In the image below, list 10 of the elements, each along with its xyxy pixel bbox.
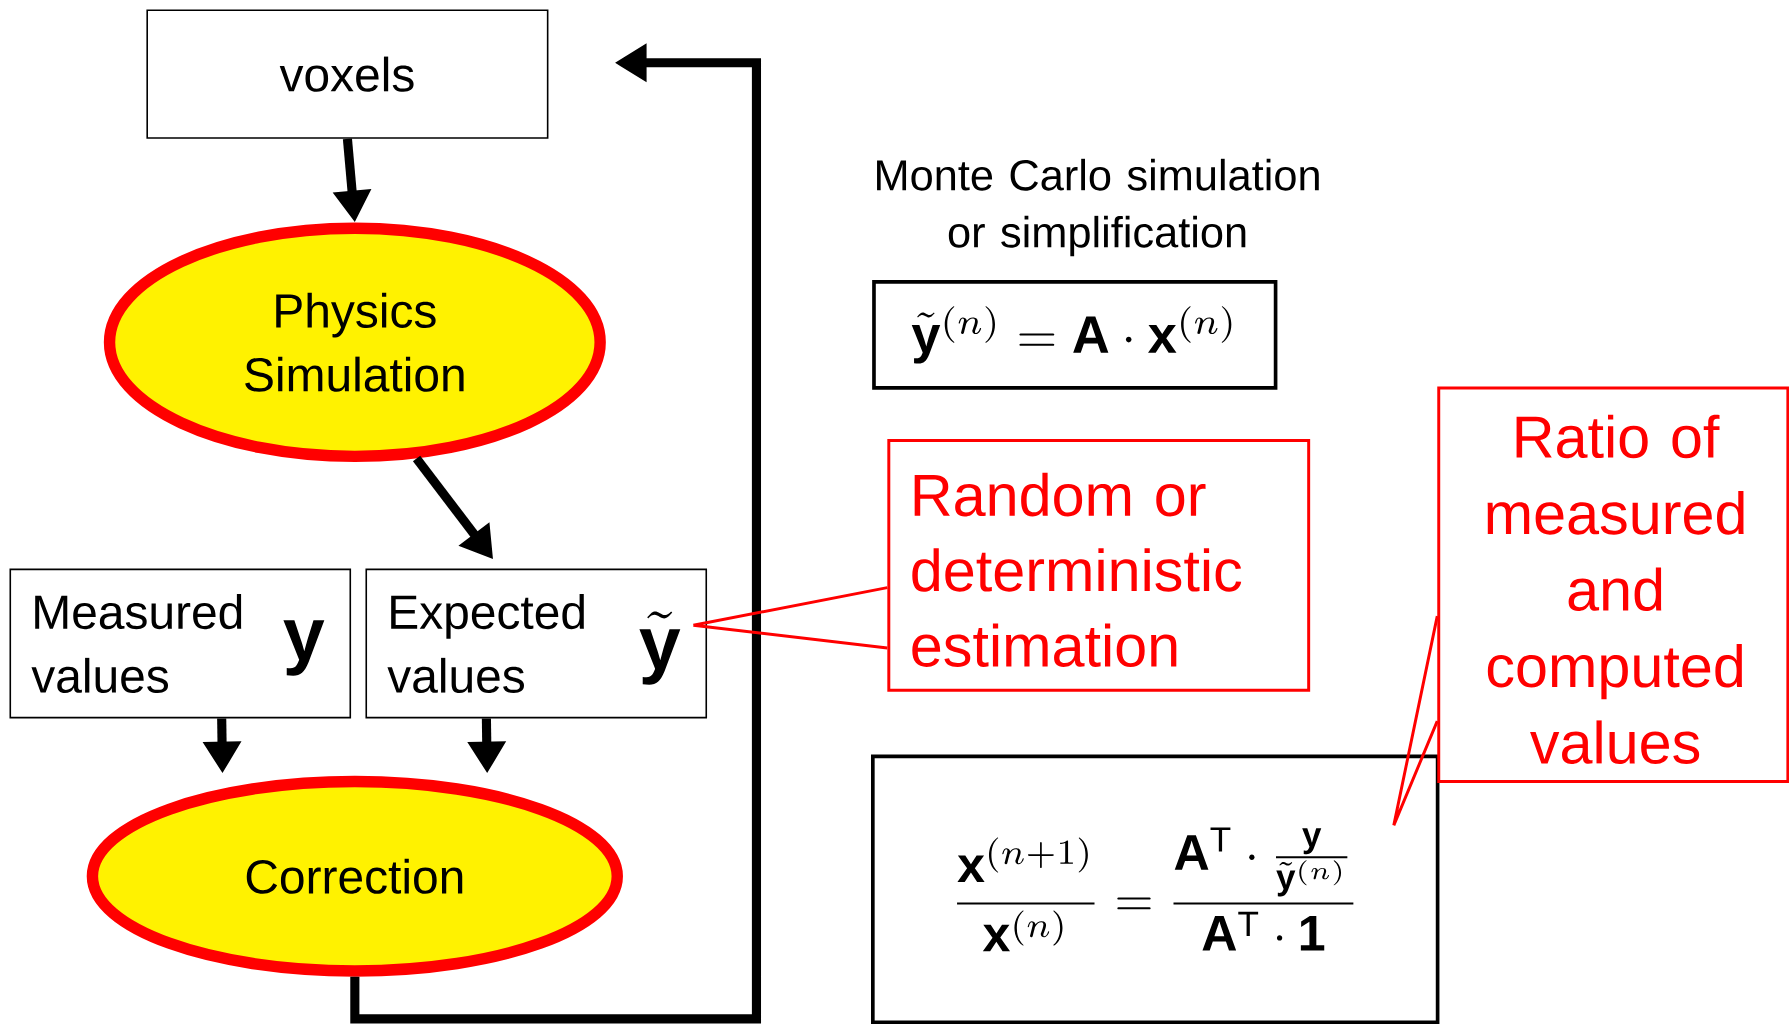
formula-box: Monte Carlo simulation or simplification $\tilde{\mathbf{y}}^{(n)} = \mathbf{A}\cdot\mathbf{x}^{(n)}$	[872, 158, 1319, 390]
leader-line	[1392, 614, 1439, 827]
value-box: Measured values $\mathbf{y}$	[9, 568, 352, 719]
node-label: Monte Carlo simulation or simplification	[877, 158, 1319, 257]
leader-line	[691, 586, 889, 650]
callout-box: Random or deterministic estimation	[887, 439, 1311, 692]
value-box: Expected values $\tilde{\mathbf{y}}$	[365, 568, 708, 719]
formula-box: $\frac{\mathbf{x}^{(n+1)}}{\mathbf{x}^{(n)}} = \frac{\mathbf{A}^{\mathrm{T}}\cdot\frac{\mathbf{y}}{\tilde{\mathbf{y}}^{(n)}}}{\mathbf{A}^{\mathrm{T}}\cdot\mathbf{1}}$	[871, 754, 1440, 1025]
process-box: voxels	[146, 9, 549, 139]
callout-box: Ratio of measured and computed values	[1437, 386, 1789, 784]
